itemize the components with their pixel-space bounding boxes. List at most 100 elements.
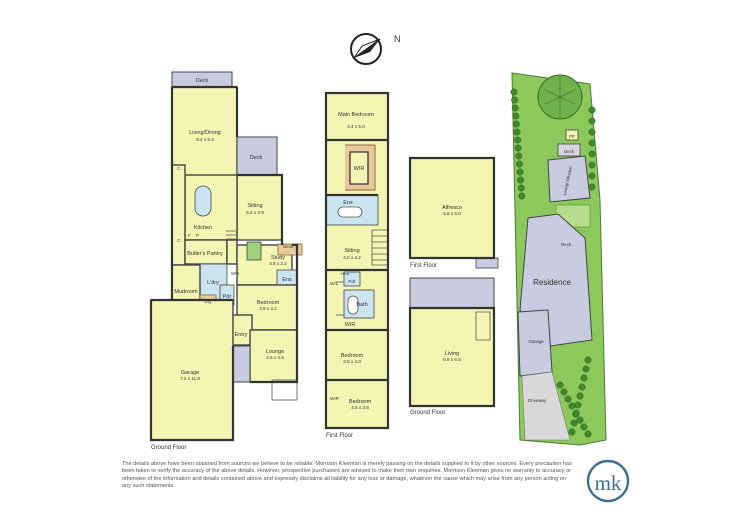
label-site-deck-top: Deck: [564, 149, 575, 154]
label-living-dining: Living/Dining: [189, 130, 221, 136]
label-mudroom: Mudroom: [174, 289, 198, 295]
shrub: [588, 117, 596, 125]
shrub: [572, 409, 580, 417]
site-shrubs: [510, 88, 596, 438]
shrub: [588, 150, 596, 158]
compass: N: [350, 33, 401, 65]
first-pdr: [343, 271, 361, 287]
label-study: Study: [271, 255, 285, 261]
label-alfresco: Alfresco: [442, 205, 462, 211]
label-laundry: L'dry: [207, 280, 219, 286]
label-main-bedroom-size: 4.4 x 5.0: [347, 124, 365, 129]
label-deck-small: Deck: [283, 244, 293, 249]
label-pdr: Pdr: [223, 294, 232, 300]
marker-c2: C: [177, 238, 180, 243]
label-alfresco-size: 5.8 x 6.0: [443, 211, 461, 216]
site-living-alfresco: [547, 155, 591, 203]
shrub: [588, 128, 596, 136]
label-lounge-size: 4.6 x 4.6: [266, 355, 284, 360]
shrub: [516, 168, 524, 176]
marker-heat: Heat: [341, 271, 350, 276]
label-kitchen: Kitchen: [194, 225, 212, 231]
shrub: [512, 120, 520, 128]
shrub: [580, 374, 588, 382]
logo-ring-icon: [586, 459, 630, 503]
north-label: N: [394, 34, 401, 44]
shrub: [588, 172, 596, 180]
shrub: [568, 402, 576, 410]
label-first-ens: Ens: [343, 200, 353, 206]
ground-floor-plan: [149, 71, 303, 442]
marker-f: F: [188, 233, 191, 238]
label-wir-bottom: WIR: [330, 396, 340, 401]
label-first-sitting-size: 4.0 x 4.2: [343, 255, 361, 260]
living-deck: [409, 277, 495, 309]
disclaimer-text: The details above have been obtained fro…: [122, 461, 572, 490]
label-site-deck: Deck: [561, 242, 572, 247]
marker-c1: C: [177, 166, 180, 171]
label-fp: FP: [569, 134, 575, 139]
shrub: [517, 176, 525, 184]
shrub: [588, 183, 596, 191]
label-study-size: 3.8 x 2.2: [269, 261, 287, 266]
shrub: [514, 144, 522, 152]
label-garage: Garage: [181, 370, 199, 376]
shrub: [513, 128, 521, 136]
alfresco-room: [409, 157, 495, 259]
shrub: [582, 365, 590, 373]
label-bedroom2-size: 4.5 x 3.8: [351, 405, 369, 410]
site-plan: [511, 72, 607, 446]
label-bath: Bath: [356, 302, 367, 308]
label-main-bedroom: Main Bedroom: [338, 112, 374, 118]
shrub: [580, 423, 588, 431]
shrub: [568, 428, 576, 436]
shrub: [584, 430, 592, 438]
lounge-porch: [232, 345, 251, 383]
shrub: [576, 416, 584, 424]
label-bedroom1-size: 3.9 x 4.0: [343, 359, 361, 364]
label-wil: W/L: [330, 281, 339, 286]
label-sitting: Sitting: [247, 203, 262, 209]
label-wir-mid: WIR: [345, 322, 356, 328]
kitchen-island: [194, 185, 212, 217]
shrub: [574, 401, 582, 409]
label-bedroom1: Bedroom: [341, 353, 364, 359]
study-plant-box: [246, 241, 262, 261]
shrub: [576, 392, 584, 400]
studio-ground-floor-title: Ground Floor: [410, 410, 445, 416]
label-butlers-pantry: Butler's Pantry: [187, 251, 223, 257]
site-driveway: [521, 371, 571, 441]
label-deck-mid: Deck: [250, 155, 263, 161]
label-residence: Residence: [533, 278, 571, 287]
deck-small: [277, 243, 303, 256]
label-site-living-alfresco: Living/ Alfresco: [562, 165, 573, 195]
shrub: [556, 381, 564, 389]
label-sitting-size: 5.4 x 3.9: [246, 210, 264, 215]
shrub: [511, 104, 519, 112]
shrub: [570, 419, 578, 427]
shrub: [511, 96, 519, 104]
label-living-dining-size: 8.4 x 5.4: [196, 137, 214, 142]
butlers-pantry: [184, 239, 228, 265]
studio-plan: [408, 156, 499, 408]
label-wir-top: WIR: [354, 166, 365, 172]
ground-floor-title: Ground Floor: [151, 445, 186, 451]
shrub: [514, 136, 522, 144]
label-first-sitting: Sitting: [344, 248, 359, 254]
studio-first-floor-title: First Floor: [410, 263, 437, 269]
shrub: [584, 356, 592, 364]
label-driveway: Driveway: [528, 398, 547, 403]
label-entry: Entry: [235, 332, 248, 338]
lounge: [249, 329, 298, 383]
label-lounge: Lounge: [266, 349, 284, 355]
shrub: [515, 152, 523, 160]
shrub: [518, 192, 526, 200]
label-garage-size: 7.2 x 11.8: [180, 376, 200, 381]
label-living-studio-size: 6.8 x 6.5: [443, 357, 461, 362]
shrub: [588, 161, 596, 169]
first-floor-title: First Floor: [326, 433, 353, 439]
shrub: [512, 112, 520, 120]
shrub: [588, 106, 596, 114]
logo-text: mk: [595, 471, 622, 495]
